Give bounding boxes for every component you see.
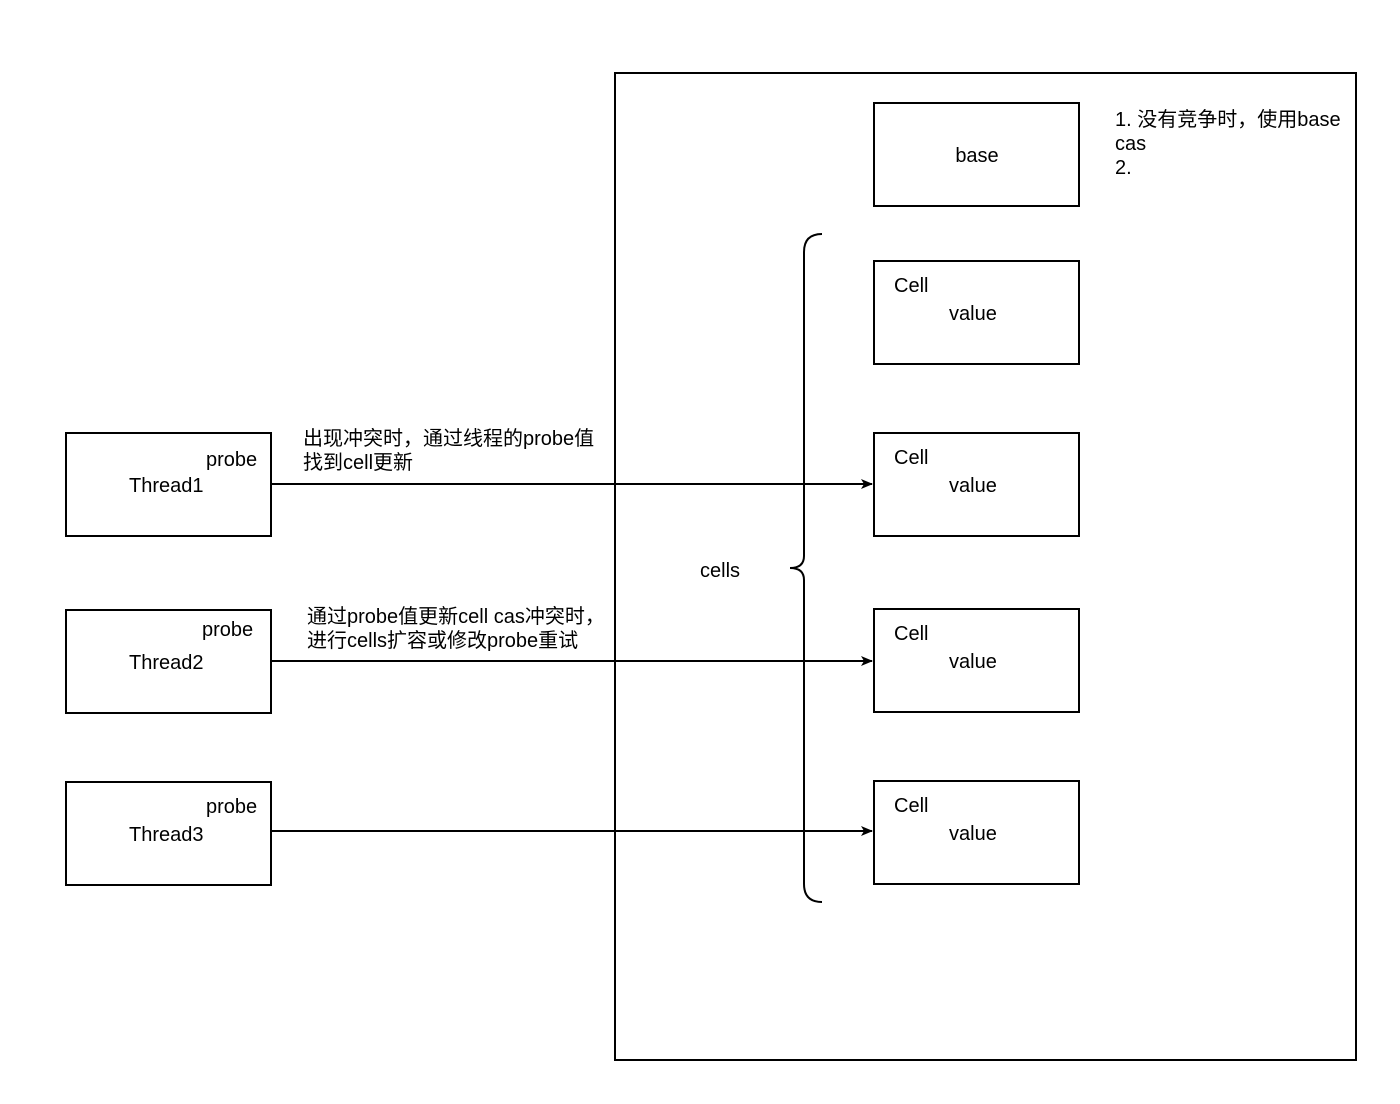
- thread1-annotation-line-1: 出现冲突时，通过线程的probe值: [303, 428, 595, 450]
- note-line-1: 1. 没有竞争时，使用base: [1115, 109, 1341, 131]
- cell-title: Cell: [894, 275, 929, 297]
- base-box: base: [873, 102, 1080, 207]
- cell-box-2: Cell value: [873, 432, 1080, 537]
- thread2-annotation-line-2: 进行cells扩容或修改probe重试: [307, 630, 579, 652]
- thread-name: Thread2: [129, 652, 204, 674]
- thread-probe: probe: [202, 619, 254, 641]
- cell-value: value: [949, 651, 997, 673]
- cell-title: Cell: [894, 795, 929, 817]
- thread2-annotation-line-1: 通过probe值更新cell cas冲突时，: [307, 606, 605, 628]
- base-label: base: [955, 145, 999, 167]
- thread-name: Thread3: [129, 824, 204, 846]
- thread-name: Thread1: [129, 475, 204, 497]
- thread-box-1: probe Thread1: [65, 432, 272, 537]
- cell-value: value: [949, 823, 997, 845]
- thread-probe: probe: [206, 796, 258, 818]
- note-line-2: cas: [1115, 133, 1147, 155]
- counter-container: [614, 72, 1357, 1061]
- thread-box-2: probe Thread2: [65, 609, 272, 714]
- thread-box-3: probe Thread3: [65, 781, 272, 886]
- cell-value: value: [949, 475, 997, 497]
- cell-value: value: [949, 303, 997, 325]
- cells-brace: [789, 233, 823, 903]
- thread1-annotation-line-2: 找到cell更新: [303, 452, 414, 474]
- cell-title: Cell: [894, 623, 929, 645]
- cell-title: Cell: [894, 447, 929, 469]
- cell-box-3: Cell value: [873, 608, 1080, 713]
- cell-box-1: Cell value: [873, 260, 1080, 365]
- note-line-3: 2.: [1115, 157, 1132, 179]
- cells-label: cells: [700, 560, 741, 582]
- cell-box-4: Cell value: [873, 780, 1080, 885]
- thread-probe: probe: [206, 449, 258, 471]
